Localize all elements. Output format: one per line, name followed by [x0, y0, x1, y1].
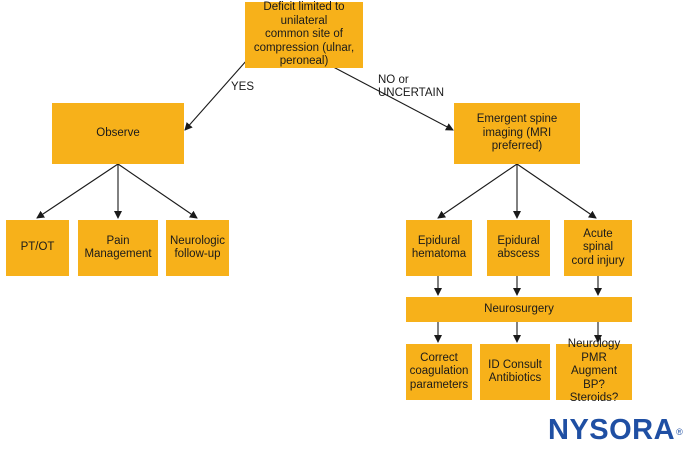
arrow-imaging-to-hematoma	[437, 163, 518, 219]
arrow-imaging-to-sci	[516, 163, 597, 219]
ptot-box: PT/OT	[6, 220, 69, 276]
observe-box: Observe	[52, 103, 184, 164]
neurosurgery-box: Neurosurgery	[406, 297, 632, 322]
registered-mark: ®	[676, 427, 684, 437]
no-uncertain-label: NO or UNCERTAIN	[378, 74, 445, 99]
correct-coagulation-box: Correct coagulation parameters	[406, 344, 472, 400]
yes-label: YES	[231, 81, 255, 93]
epidural-abscess-box: Epidural abscess	[487, 220, 550, 276]
acute-spinal-cord-injury-box: Acute spinal cord injury	[564, 220, 632, 276]
arrow-observe-to-neuro-followup	[117, 163, 198, 219]
deficit-box: Deficit limited to unilateral common sit…	[245, 1, 363, 68]
neurology-pmr-box: Neurology PMR Augment BP? Steroids?	[556, 338, 632, 404]
nysora-logo: NYSORA®	[548, 415, 683, 445]
arrow-deficit-to-imaging	[319, 59, 454, 131]
arrow-observe-to-ptot	[36, 163, 119, 219]
imaging-box: Emergent spine imaging (MRI preferred)	[454, 103, 580, 164]
pain-management-box: Pain Management	[78, 220, 158, 276]
arrow-deficit-to-observe	[184, 59, 248, 131]
nysora-logo-text: NYSORA	[548, 414, 676, 446]
neurologic-followup-box: Neurologic follow-up	[166, 220, 229, 276]
id-consult-box: ID Consult Antibiotics	[480, 344, 550, 400]
epidural-hematoma-box: Epidural hematoma	[406, 220, 472, 276]
